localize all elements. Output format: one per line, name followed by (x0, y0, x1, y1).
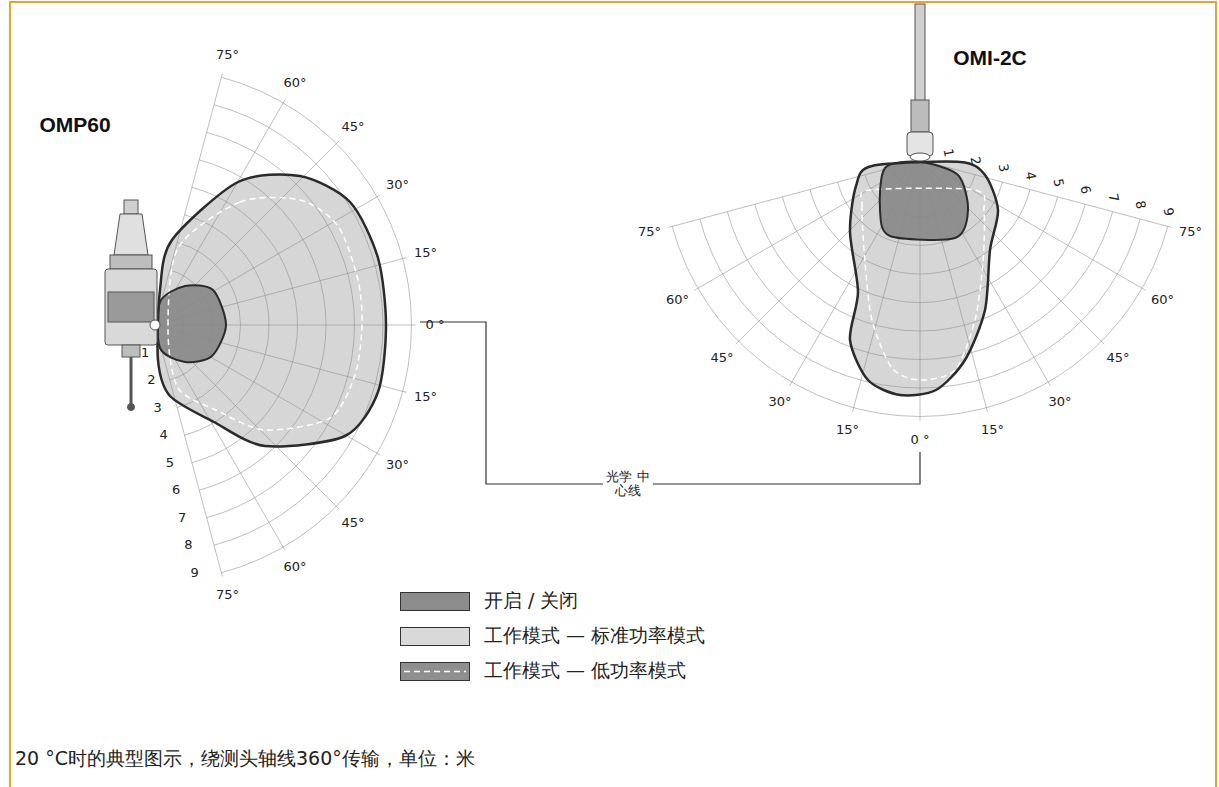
distance-number: 3 (153, 400, 161, 414)
dashed-sample (401, 663, 469, 680)
distance-number: 5 (1050, 178, 1066, 189)
legend-text: 工作模式 — 标准功率模式 (484, 623, 705, 649)
angle-label: 45° (1106, 351, 1129, 365)
standard-power-area (157, 174, 386, 446)
angle-label: 30° (386, 178, 409, 192)
on-off-outline (880, 162, 968, 240)
omp60-probe (105, 200, 160, 411)
legend-swatch (400, 627, 470, 646)
on-off-outline (158, 285, 227, 362)
distance-number: 4 (1022, 170, 1038, 181)
centerline-label: 光学 中心线 (603, 468, 653, 501)
legend-text: 工作模式 — 低功率模式 (484, 658, 686, 684)
angle-label: 15° (414, 245, 437, 259)
distance-number: 9 (190, 566, 198, 580)
distance-number: 1 (141, 345, 149, 359)
legend-row: 工作模式 — 低功率模式 (400, 658, 686, 684)
distance-number: 8 (184, 538, 192, 552)
angle-label: 30° (1048, 395, 1071, 409)
device-name: OMP60 (39, 113, 110, 136)
angle-label: 30° (768, 395, 791, 409)
standard-power-outline (850, 162, 998, 396)
distance-number: 7 (1105, 192, 1121, 203)
distance-number: 7 (178, 511, 186, 525)
distance-number: 1 (940, 148, 956, 159)
distance-number: 9 (1160, 207, 1176, 218)
angle-label: 75° (1179, 225, 1202, 239)
angle-label: 75° (216, 47, 239, 61)
angle-label: 75° (638, 225, 661, 239)
caption: 20 °C时的典型图示，绕测头轴线360°传输，单位：米 (15, 746, 475, 772)
device-name: OMI-2C (953, 46, 1027, 69)
distance-number: 6 (172, 483, 180, 497)
frame (10, 2, 1216, 787)
legend-swatch (400, 592, 470, 611)
distance-number: 3 (995, 163, 1011, 174)
omi-2c-receiver (907, 4, 933, 161)
polar-grid (155, 73, 416, 576)
angle-label: 60° (283, 75, 306, 89)
angle-label: 15° (836, 423, 859, 437)
angle-label: 15° (414, 390, 437, 404)
polar-grid (668, 160, 1171, 421)
distance-number: 6 (1077, 185, 1093, 196)
distance-number: 2 (147, 373, 155, 387)
angle-label: 0 ° (426, 318, 445, 332)
angle-label: 45° (710, 351, 733, 365)
angle-label: 60° (666, 293, 689, 307)
distance-number: 2 (967, 155, 983, 166)
standard-power-outline (157, 174, 386, 446)
standard-power-area (850, 162, 998, 396)
distance-number: 8 (1132, 200, 1148, 211)
angle-label: 15° (981, 423, 1004, 437)
angle-label: 0 ° (911, 433, 930, 447)
angle-label: 60° (283, 560, 306, 574)
angle-label: 60° (1151, 293, 1174, 307)
angle-label: 75° (216, 588, 239, 602)
angle-label: 45° (341, 516, 364, 530)
angle-label: 30° (386, 458, 409, 472)
legend-text: 开启 / 关闭 (484, 588, 578, 614)
low-power-outline (861, 188, 985, 380)
centerline-leader (420, 322, 920, 484)
legend-row: 工作模式 — 标准功率模式 (400, 623, 705, 649)
angle-label: 45° (341, 120, 364, 134)
legend-row: 开启 / 关闭 (400, 588, 578, 614)
distance-number: 5 (166, 455, 174, 469)
distance-number: 4 (160, 428, 168, 442)
legend-swatch (400, 662, 470, 681)
low-power-outline (168, 197, 362, 430)
